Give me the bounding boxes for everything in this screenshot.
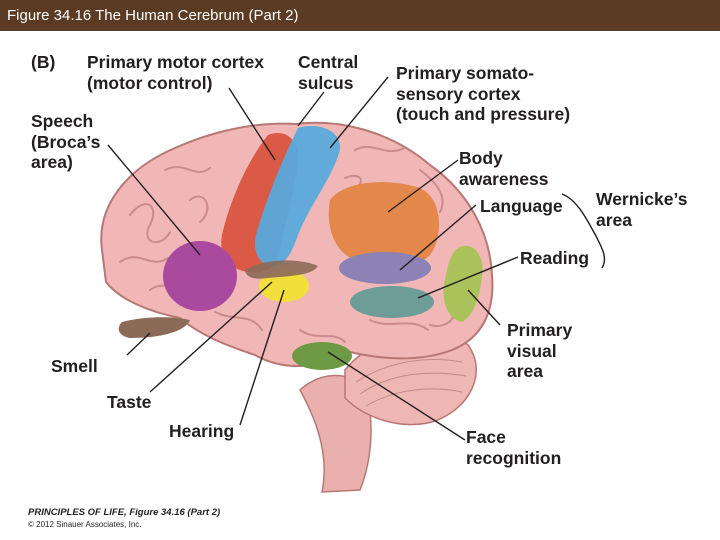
broca-area [163, 241, 237, 311]
body-awareness-area [328, 182, 440, 267]
language-area [339, 252, 431, 284]
label-speech-broca: Speech (Broca’s area) [31, 111, 101, 172]
label-language: Language [480, 196, 563, 216]
label-reading: Reading [520, 248, 590, 268]
visual-area [443, 245, 483, 322]
label-central-sulcus: Central sulcus [298, 52, 359, 93]
hearing-area [259, 270, 309, 302]
smell-area [118, 317, 190, 338]
reading-area [350, 286, 434, 318]
leader-lines [107, 76, 606, 441]
label-hearing: Hearing [169, 421, 235, 441]
brain-diagram [100, 76, 606, 493]
hearing-strip [245, 260, 318, 279]
label-primary-motor-cortex: Primary motor cortex (motor control) [87, 52, 265, 93]
panel-label: (B) [31, 52, 56, 72]
figure-credit: PRINCIPLES OF LIFE, Figure 34.16 (Part 2… [28, 507, 221, 518]
label-primary-visual-area: Primary visual area [507, 320, 573, 381]
copyright-notice: © 2012 Sinauer Associates, Inc. [28, 520, 142, 529]
label-primary-somatosensory-cortex: Primary somato- sensory cortex (touch an… [396, 63, 571, 124]
label-wernickes-area: Wernicke’s area [596, 189, 688, 230]
title-bar: Figure 34.16 The Human Cerebrum (Part 2) [0, 0, 720, 31]
somatosensory-area [255, 126, 341, 267]
label-smell: Smell [51, 356, 98, 376]
label-taste: Taste [107, 392, 152, 412]
face-recognition-area [292, 342, 352, 370]
figure-title: Figure 34.16 The Human Cerebrum (Part 2) [7, 7, 299, 24]
label-face-recognition: Face recognition [466, 427, 562, 468]
label-body-awareness: Body awareness [459, 148, 549, 189]
